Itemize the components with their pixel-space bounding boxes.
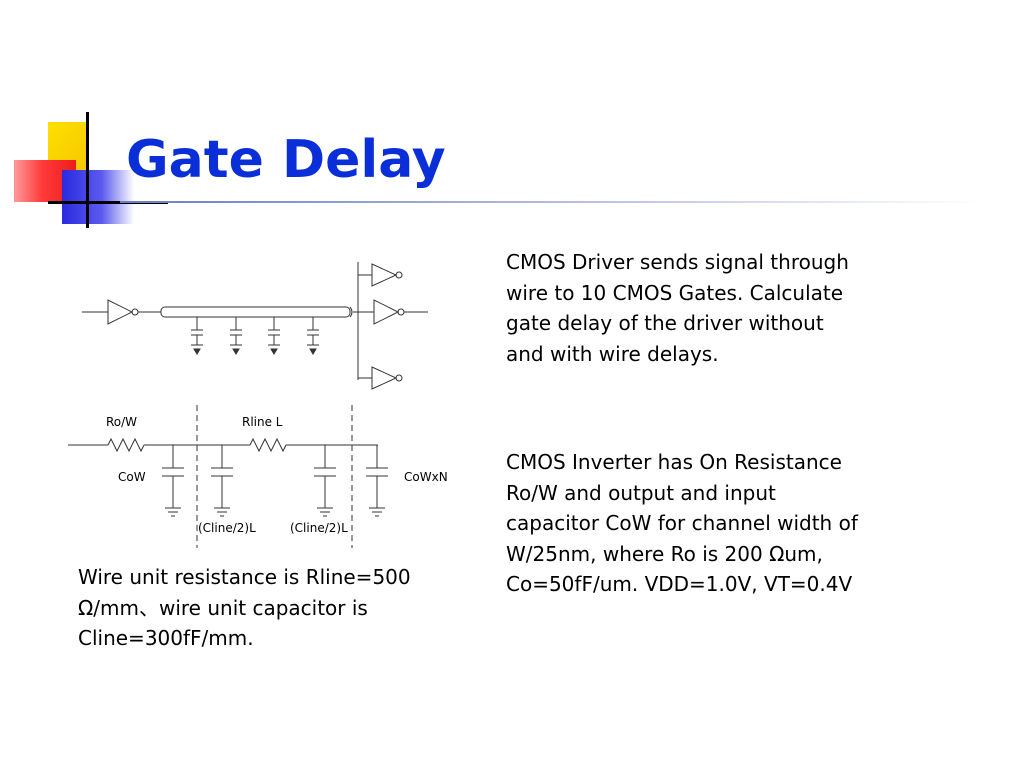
fanout-gate-icon <box>358 299 428 325</box>
description-inverter: CMOS Inverter has On Resistance Ro/W and… <box>506 450 858 596</box>
equivalent-rc-circuit: Ro/W Rline L CoW CoWxN (Cline/2)L (Cline… <box>68 405 448 548</box>
label-cline-right: (Cline/2)L <box>290 521 348 535</box>
fanout-gate-icon <box>358 263 403 287</box>
wire-capacitors <box>191 317 319 355</box>
label-cow: CoW <box>118 470 146 484</box>
top-schematic <box>82 262 428 390</box>
description-wire: Wire unit resistance is Rline=500 Ω/mm、w… <box>78 565 411 650</box>
label-ro-w: Ro/W <box>106 415 137 429</box>
title-underline <box>120 201 980 203</box>
circuit-diagram: Ro/W Rline L CoW CoWxN (Cline/2)L (Cline… <box>68 262 448 548</box>
resistor-rline-icon <box>249 437 287 453</box>
label-cowxn: CoWxN <box>404 470 448 484</box>
capacitor-cline-left-icon <box>211 445 233 517</box>
capacitor-cline-right-icon <box>314 445 336 517</box>
decor-blue-square <box>62 170 134 224</box>
capacitor-cow-icon <box>162 445 184 517</box>
wire-icon <box>160 306 351 318</box>
driver-inverter-icon <box>107 299 139 325</box>
description-driver: CMOS Driver sends signal through wire to… <box>506 250 849 366</box>
resistor-ro-icon <box>107 437 145 453</box>
decor-vertical-line <box>86 112 89 228</box>
label-cline-left: (Cline/2)L <box>198 521 256 535</box>
decor-horizontal-line <box>48 201 168 204</box>
label-rline: Rline L <box>242 415 283 429</box>
fanout-gate-icon <box>358 366 403 390</box>
slide-title: Gate Delay <box>126 130 446 190</box>
capacitor-cowxn-icon <box>366 445 388 517</box>
